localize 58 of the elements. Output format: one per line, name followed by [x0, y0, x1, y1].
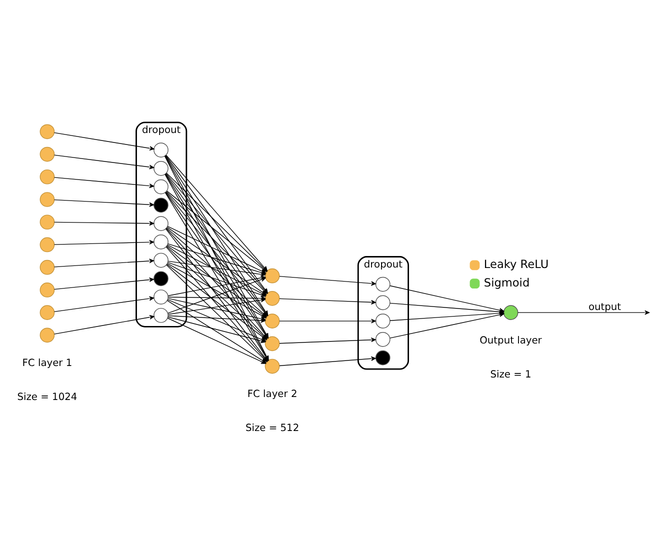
- node-circle: [40, 192, 55, 207]
- node-circle: [154, 142, 168, 158]
- arrow: [279, 318, 376, 324]
- arrow: [279, 298, 376, 304]
- node-circle: [154, 234, 168, 250]
- arrow: [54, 277, 154, 290]
- node-circle: [154, 252, 168, 268]
- node-circle: [40, 260, 55, 275]
- node-circle: [154, 179, 168, 194]
- node-circle: [375, 332, 390, 347]
- arrow: [279, 356, 376, 366]
- node-circle: [40, 328, 55, 343]
- label: Output layer: [480, 335, 542, 346]
- arrow: [54, 258, 154, 268]
- legend-label: Leaky ReLU: [484, 258, 549, 271]
- arrow: [279, 276, 376, 286]
- edge-label: output: [588, 302, 622, 313]
- node-circle: [40, 124, 55, 140]
- label: Size = 512: [245, 423, 300, 434]
- node-circle: [375, 350, 390, 366]
- cluster: dropout: [136, 122, 188, 328]
- arrow: [54, 296, 154, 312]
- node-circle: [375, 276, 390, 292]
- cluster: dropout: [357, 256, 410, 370]
- node-circle: [154, 290, 168, 304]
- node-circle: [40, 214, 55, 230]
- arrow: [54, 154, 154, 170]
- arrow: [390, 312, 504, 338]
- node-circle: [40, 169, 55, 184]
- label: Size = 1: [490, 369, 532, 380]
- node-circle: [154, 161, 168, 176]
- node-circle: [264, 336, 280, 352]
- arrow: [54, 199, 154, 207]
- node-circle: [503, 305, 518, 320]
- legend-label: Sigmoid: [484, 276, 530, 290]
- label: FC layer 1: [22, 358, 72, 370]
- arrow: [168, 298, 266, 315]
- node-circle: [375, 295, 390, 310]
- node-circle: [154, 216, 168, 231]
- node-circle: [40, 305, 55, 320]
- node-circle: [375, 314, 390, 328]
- node-circle: [264, 358, 280, 374]
- node-circle: [154, 271, 168, 286]
- node-circle: [264, 314, 280, 328]
- arrow: [54, 177, 154, 188]
- node-circle: [264, 291, 280, 306]
- arrow: [54, 221, 154, 226]
- node-circle: [154, 198, 168, 213]
- arrow: [54, 315, 154, 334]
- arrow: [54, 132, 154, 151]
- node-circle: [40, 237, 55, 252]
- node-circle: [154, 308, 168, 323]
- node-circle: [264, 268, 280, 284]
- label: Size = 1024: [17, 392, 78, 403]
- label: FC layer 2: [247, 389, 298, 400]
- arrow: [54, 240, 154, 245]
- node-circle: [40, 282, 55, 298]
- node-circle: [40, 146, 55, 162]
